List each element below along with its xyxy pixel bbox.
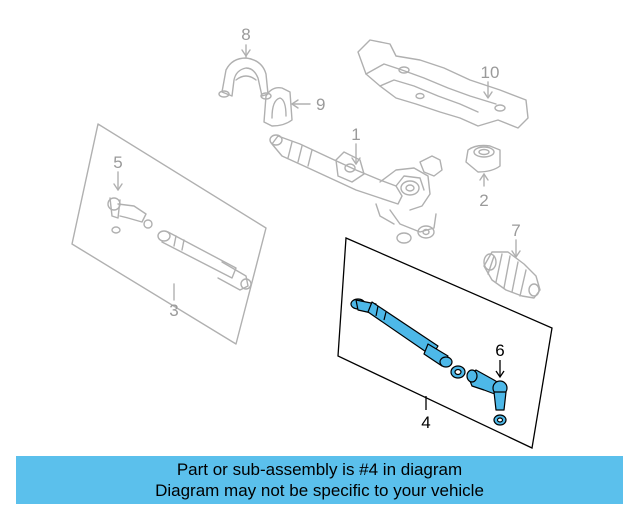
callout-7: 7 [511, 221, 520, 240]
callout-8: 8 [241, 25, 250, 44]
callout-2: 2 [479, 191, 488, 210]
callout-5: 5 [113, 153, 122, 172]
arrow-5 [113, 183, 123, 191]
part-10-bracket [357, 39, 529, 129]
part-3-inner-tie-rod [157, 230, 252, 291]
part-3-frame [71, 123, 267, 345]
part-7-boot [483, 251, 541, 299]
part-9-bushing [263, 86, 293, 127]
part-5-tie-rod-end [107, 197, 153, 234]
part-2-grommet [465, 144, 501, 173]
arrow-8 [241, 49, 251, 57]
arrow-2 [479, 173, 489, 181]
callout-6: 6 [495, 341, 504, 360]
arrow-1 [351, 157, 361, 165]
arrow-10 [483, 91, 493, 99]
part-4-frame [337, 237, 553, 449]
arrow-6 [495, 370, 505, 379]
callout-9: 9 [316, 95, 325, 114]
arrow-7 [511, 250, 521, 258]
info-banner: Part or sub-assembly is #4 in diagram Di… [16, 456, 623, 504]
banner-line-1: Part or sub-assembly is #4 in diagram [176, 460, 463, 479]
callout-1: 1 [351, 125, 360, 144]
parts-diagram: 8 9 10 1 2 7 5 3 6 4 [71, 25, 553, 449]
banner-line-2: Diagram may not be specific to your vehi… [155, 481, 484, 500]
callout-3: 3 [169, 301, 178, 320]
part-4-tie-rod-assembly [350, 298, 508, 426]
callout-10: 10 [481, 63, 500, 82]
callout-4: 4 [421, 413, 430, 432]
arrow-9 [291, 99, 299, 109]
part-1-steering-rack [269, 134, 443, 244]
part-8-clamp [218, 57, 272, 100]
